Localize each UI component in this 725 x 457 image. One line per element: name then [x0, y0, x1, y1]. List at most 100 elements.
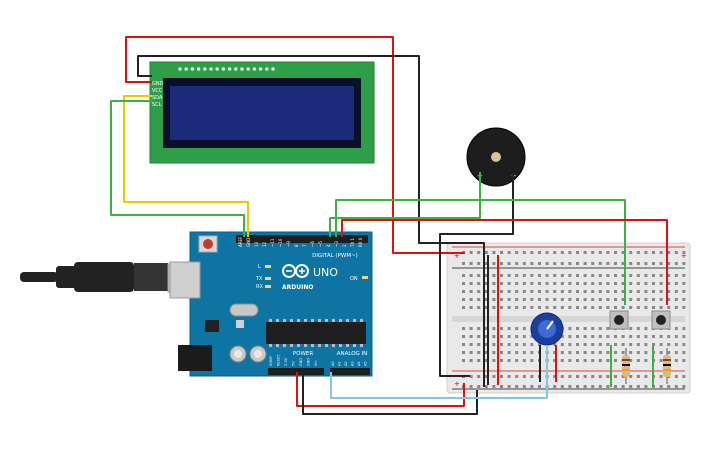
power-pin-label: IOREF	[269, 356, 273, 366]
bb-hole	[469, 327, 473, 330]
bb-hole	[576, 282, 579, 285]
dc-jack	[178, 345, 212, 371]
bb-hole	[644, 290, 648, 293]
bb-hole	[538, 343, 541, 346]
bb-hole	[606, 274, 610, 277]
bb-hole	[530, 274, 534, 277]
bb-hole	[462, 335, 465, 338]
bb-hole	[606, 298, 610, 301]
bb-hole	[515, 335, 519, 338]
bb-hole	[553, 262, 557, 265]
bb-hole	[674, 327, 678, 330]
bb-hole	[484, 375, 488, 378]
led-rx-label: RX	[256, 284, 263, 290]
bb-hole	[507, 335, 511, 338]
bb-hole	[477, 343, 481, 346]
bb-hole	[614, 298, 617, 301]
bb-hole	[598, 282, 602, 285]
bb-hole	[553, 290, 557, 293]
bb-hole	[598, 306, 602, 309]
bb-hole	[530, 262, 534, 265]
bb-hole	[560, 351, 564, 354]
bb-hole	[522, 351, 526, 354]
wire-button-2	[341, 219, 668, 305]
bb-hole	[538, 385, 541, 388]
digital-label: DIGITAL (PWM~)	[312, 253, 358, 259]
bb-hole	[522, 290, 526, 293]
bb-hole	[500, 327, 503, 330]
bb-hole	[644, 274, 648, 277]
bb-hole	[644, 298, 648, 301]
bb-hole	[492, 306, 496, 309]
bb-hole	[621, 343, 625, 346]
bb-hole	[469, 262, 473, 265]
bb-hole	[682, 251, 686, 254]
bb-hole	[652, 343, 655, 346]
bb-hole	[614, 359, 617, 362]
lcd-pin-hole	[184, 67, 188, 71]
bb-hole	[500, 375, 503, 378]
bb-hole	[667, 298, 671, 301]
bb-hole	[621, 306, 625, 309]
digital-pin-label: RX 0	[358, 237, 363, 247]
bb-hole	[636, 306, 640, 309]
bb-hole	[667, 385, 671, 388]
bb-hole	[591, 274, 595, 277]
bb-hole	[598, 298, 602, 301]
bb-hole	[576, 251, 579, 254]
bb-hole	[469, 335, 473, 338]
power-pin-label: GND	[307, 358, 311, 366]
bb-hole	[469, 290, 473, 293]
bb-hole	[621, 274, 625, 277]
resistor-1	[622, 348, 630, 384]
bb-hole	[614, 282, 617, 285]
bb-hole	[614, 262, 617, 265]
bb-hole	[500, 251, 503, 254]
lcd-pin-hole	[227, 67, 232, 71]
bb-hole	[636, 343, 640, 346]
bb-hole	[462, 351, 465, 354]
bb-hole	[522, 327, 526, 330]
bb-hole	[553, 351, 557, 354]
analog-pin-label: A0	[331, 361, 335, 366]
bb-hole	[659, 282, 663, 285]
analog-pin-label: A3	[351, 361, 355, 366]
bb-hole	[568, 251, 572, 254]
bb-hole	[591, 290, 595, 293]
bb-hole	[629, 327, 633, 330]
bb-hole	[583, 262, 587, 265]
lcd-pin-vcc: VCC	[152, 88, 163, 94]
bb-hole	[598, 385, 602, 388]
bb-hole	[576, 351, 579, 354]
bb-hole	[674, 343, 678, 346]
bb-hole	[606, 385, 610, 388]
lcd-pin-hole	[203, 67, 207, 71]
wire-lcd-scl	[110, 100, 245, 237]
bb-plus-bottom: +	[454, 380, 460, 388]
bb-hole	[644, 262, 648, 265]
bb-hole	[515, 298, 519, 301]
bb-hole	[515, 343, 519, 346]
bb-hole	[477, 262, 481, 265]
bb-hole	[515, 251, 519, 254]
bb-hole	[492, 335, 496, 338]
wire-buzzer-plus	[329, 172, 481, 237]
wire-gnd	[302, 372, 478, 415]
bb-hole	[568, 359, 572, 362]
digital-pin-label: 12	[262, 241, 267, 247]
bb-hole	[576, 274, 579, 277]
wire-a0	[330, 345, 548, 399]
bb-hole	[545, 274, 549, 277]
bb-hole	[469, 274, 473, 277]
bb-hole	[515, 290, 519, 293]
bb-hole	[530, 359, 534, 362]
push-button-2	[651, 310, 671, 330]
bb-hole	[614, 343, 617, 346]
bb-hole	[636, 335, 640, 338]
bb-hole	[553, 375, 557, 378]
bb-hole	[606, 306, 610, 309]
bb-hole	[667, 290, 671, 293]
bb-hole	[644, 343, 648, 346]
bb-hole	[636, 251, 640, 254]
